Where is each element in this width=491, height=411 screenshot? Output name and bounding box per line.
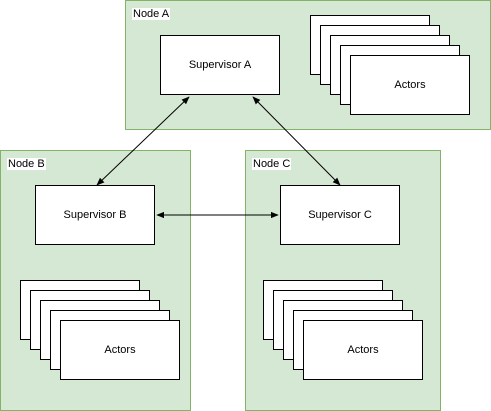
edge-supervisor-a-to-c bbox=[252, 96, 341, 186]
actors-a: Actors bbox=[350, 55, 470, 115]
supervisor-a: Supervisor A bbox=[160, 35, 280, 95]
actors-a-label: Actors bbox=[394, 79, 426, 91]
edge-supervisor-a-to-b bbox=[96, 96, 190, 186]
supervisor-b-label: Supervisor B bbox=[63, 209, 127, 221]
node-a-label: Node A bbox=[132, 8, 171, 20]
node-b-label: Node B bbox=[7, 158, 46, 170]
supervisor-c: Supervisor C bbox=[280, 185, 400, 245]
supervisor-a-label: Supervisor A bbox=[188, 59, 252, 71]
actors-c: Actors bbox=[303, 320, 423, 380]
supervisor-b: Supervisor B bbox=[35, 185, 155, 245]
actors-c-label: Actors bbox=[347, 344, 379, 356]
supervisor-c-label: Supervisor C bbox=[308, 209, 372, 221]
actors-b-label: Actors bbox=[104, 344, 136, 356]
actors-b: Actors bbox=[60, 320, 180, 380]
